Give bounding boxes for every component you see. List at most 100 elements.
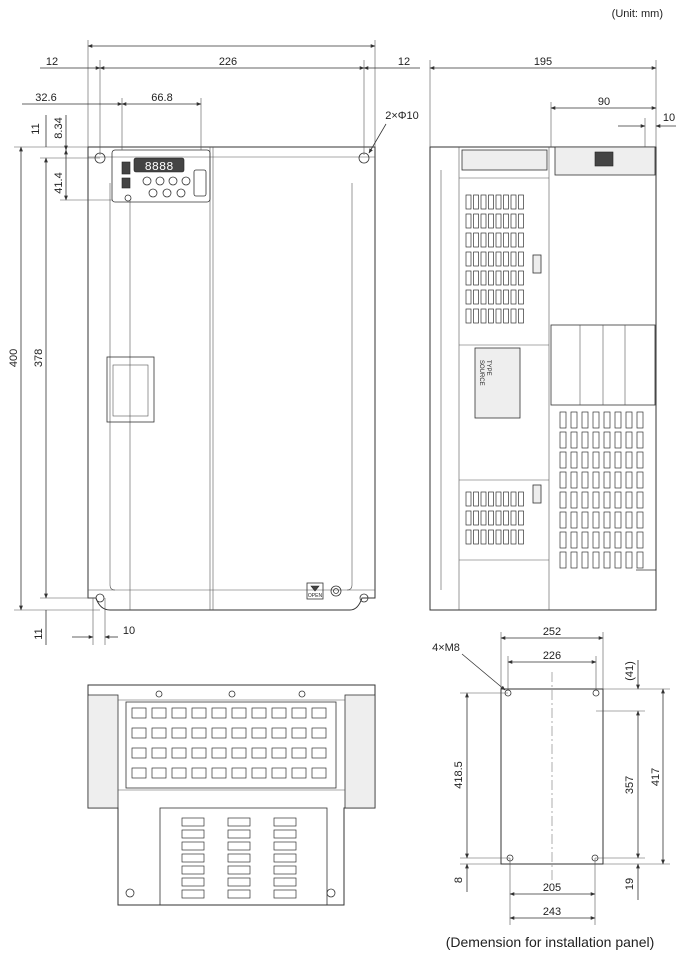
vent-slot bbox=[273, 817, 297, 827]
vent-slot bbox=[518, 194, 524, 210]
vent-slot bbox=[480, 491, 487, 507]
vent-slot bbox=[227, 829, 251, 839]
vent-slot bbox=[291, 767, 307, 779]
vent-slot bbox=[510, 251, 517, 267]
vent-slot bbox=[503, 289, 509, 305]
vent-slot bbox=[518, 270, 524, 286]
vent-slot bbox=[503, 232, 509, 248]
vent-slot bbox=[503, 308, 509, 324]
keypad-panel bbox=[111, 149, 211, 203]
vent-slot bbox=[636, 531, 644, 549]
keypad-display: 8888 bbox=[145, 160, 174, 174]
vent-slot bbox=[625, 551, 633, 569]
vent-slot bbox=[559, 551, 567, 569]
vent-slot bbox=[518, 251, 524, 267]
vent-slot bbox=[171, 747, 187, 759]
vent-slot bbox=[171, 707, 187, 719]
dim-panel-top: 8.34 bbox=[53, 117, 65, 138]
vent-slot bbox=[211, 747, 227, 759]
vent-slot bbox=[480, 251, 487, 267]
vent-slot bbox=[592, 531, 600, 549]
vent-slot bbox=[592, 551, 600, 569]
vent-slot bbox=[231, 707, 247, 719]
vent-slot bbox=[131, 747, 147, 759]
vent-slot bbox=[510, 232, 517, 248]
dim-panel-height: 41.4 bbox=[53, 172, 65, 193]
vent-slot bbox=[518, 491, 524, 507]
vent-slot bbox=[211, 707, 227, 719]
bottom-terminal-slots bbox=[131, 707, 327, 779]
vent-slot bbox=[291, 727, 307, 739]
front-body-outline bbox=[87, 146, 376, 611]
vent-slot bbox=[603, 471, 611, 489]
vent-slot bbox=[503, 529, 509, 545]
vent-slot bbox=[592, 411, 600, 429]
vent-slot bbox=[625, 471, 633, 489]
vent-slot bbox=[559, 531, 567, 549]
vent-slot bbox=[570, 451, 578, 469]
vent-slot bbox=[495, 251, 502, 267]
vent-slot bbox=[614, 411, 622, 429]
vent-slot bbox=[273, 853, 297, 863]
vent-slot bbox=[271, 707, 287, 719]
vent-slot bbox=[592, 511, 600, 529]
vent-slot bbox=[480, 213, 487, 229]
vent-slot bbox=[488, 308, 494, 324]
panel-cutout: 252 226 4×M8 418.5 8 (41) 357 417 19 205… bbox=[432, 626, 670, 925]
vent-slot bbox=[559, 431, 567, 449]
vent-slot bbox=[181, 853, 205, 863]
vent-slot bbox=[131, 707, 147, 719]
side-label-type: TYPE bbox=[485, 360, 491, 376]
vent-slot bbox=[559, 411, 567, 429]
dim-side-depth: 195 bbox=[534, 56, 552, 68]
vent-slot bbox=[488, 529, 494, 545]
dim-panel-width: 66.8 bbox=[151, 92, 172, 104]
vent-slot bbox=[510, 194, 517, 210]
vent-slot bbox=[636, 411, 644, 429]
vent-slot bbox=[636, 511, 644, 529]
vent-slot bbox=[488, 194, 494, 210]
vent-slot bbox=[625, 511, 633, 529]
vent-slot bbox=[227, 841, 251, 851]
vent-slot bbox=[603, 411, 611, 429]
vent-slot bbox=[625, 491, 633, 509]
side-view: TYPE SOURCE 195 90 10 bbox=[429, 56, 676, 611]
vent-slot bbox=[592, 471, 600, 489]
vent-slot bbox=[211, 727, 227, 739]
vent-slot bbox=[636, 451, 644, 469]
vent-slot bbox=[465, 232, 472, 248]
vent-slot bbox=[581, 491, 589, 509]
vent-slot bbox=[488, 289, 494, 305]
vent-slot bbox=[559, 471, 567, 489]
dim-cutout-screw-label: 4×M8 bbox=[432, 642, 460, 654]
vent-slot bbox=[465, 213, 472, 229]
vent-slot bbox=[510, 491, 517, 507]
vent-slot bbox=[592, 451, 600, 469]
vent-slot bbox=[495, 270, 502, 286]
vent-slot bbox=[581, 511, 589, 529]
vent-slot bbox=[518, 232, 524, 248]
vent-slot bbox=[465, 510, 472, 526]
vent-slot bbox=[473, 529, 479, 545]
dim-front-margin-right: 12 bbox=[398, 56, 410, 68]
front-cover-screw bbox=[330, 585, 342, 597]
vent-slot bbox=[518, 529, 524, 545]
vent-slot bbox=[495, 510, 502, 526]
vent-slot bbox=[191, 767, 207, 779]
vent-slot bbox=[171, 767, 187, 779]
vent-slot bbox=[151, 747, 167, 759]
vent-slot bbox=[151, 707, 167, 719]
vent-slot bbox=[191, 707, 207, 719]
vent-slot bbox=[191, 747, 207, 759]
vent-slot bbox=[473, 510, 479, 526]
vent-slot bbox=[614, 431, 622, 449]
vent-slot bbox=[311, 747, 327, 759]
vent-slot bbox=[581, 531, 589, 549]
vent-slot bbox=[480, 270, 487, 286]
vent-slot bbox=[581, 551, 589, 569]
vent-slot bbox=[495, 529, 502, 545]
vent-slot bbox=[131, 727, 147, 739]
open-label: OPEN bbox=[308, 593, 323, 599]
dim-cutout-height-left: 418.5 bbox=[453, 761, 465, 789]
